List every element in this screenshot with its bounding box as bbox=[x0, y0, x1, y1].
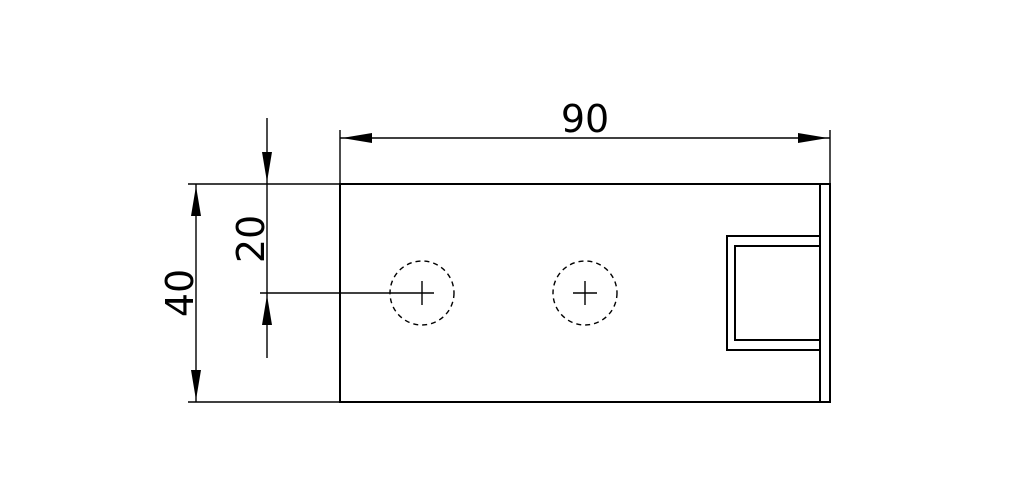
height-label: 40 bbox=[158, 269, 202, 317]
width-label: 90 bbox=[561, 97, 609, 141]
slot-inner-edge bbox=[734, 245, 820, 341]
slot-cutout bbox=[726, 235, 820, 351]
slot-outer-edge bbox=[726, 235, 820, 351]
width-arrow-right bbox=[798, 133, 828, 143]
height-arrow-bottom bbox=[191, 370, 201, 400]
offset-arrow-top bbox=[262, 152, 272, 182]
hole-right bbox=[552, 260, 618, 326]
offset-arrow-bottom bbox=[262, 295, 272, 325]
dimension-height: 40 bbox=[158, 183, 340, 403]
width-arrow-left bbox=[342, 133, 372, 143]
dimension-hole-offset: 20 bbox=[229, 118, 410, 358]
dimension-width: 90 bbox=[339, 97, 831, 184]
height-arrow-top bbox=[191, 186, 201, 216]
hole-right-circle bbox=[552, 260, 618, 326]
offset-label: 20 bbox=[229, 215, 273, 263]
